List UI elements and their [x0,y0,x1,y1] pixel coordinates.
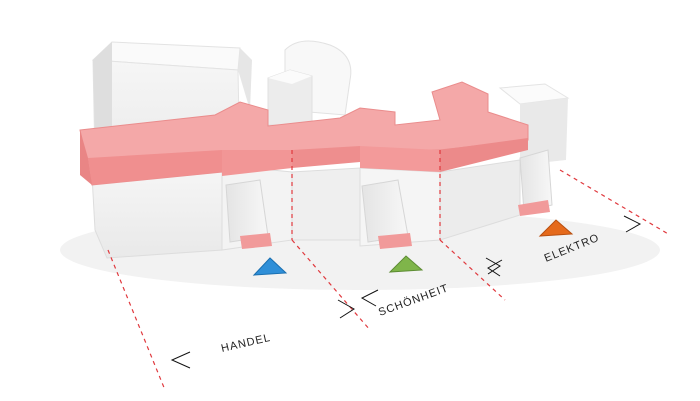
back-block-cylinder [267,40,352,126]
zone-dividers [107,150,671,391]
bracket-handel-left [170,351,191,369]
divider-handel-left [107,249,166,391]
marker-elektro-triangle [538,219,574,237]
divider-schoenheit-right [439,239,506,301]
divider-elektro-right [559,169,671,236]
entrance-handel [225,179,272,249]
bracket-schoenheit-left [360,289,379,307]
bracket-elektro-right [623,215,642,233]
roof-highlight [79,81,529,186]
bracket-schoenheit-right [485,257,501,275]
divider-handel-right [291,239,371,331]
entrance-elektro [518,149,553,216]
marker-handel-triangle [252,257,288,276]
back-block-right [498,83,570,165]
bracket-elektro-left [487,259,503,277]
bracket-handel-right [337,299,355,319]
zone-label-handel: HANDEL [220,332,272,355]
marker-schoenheit-triangle [388,255,424,273]
entrance-schoenheit [361,179,412,249]
zone-brackets [170,215,642,369]
